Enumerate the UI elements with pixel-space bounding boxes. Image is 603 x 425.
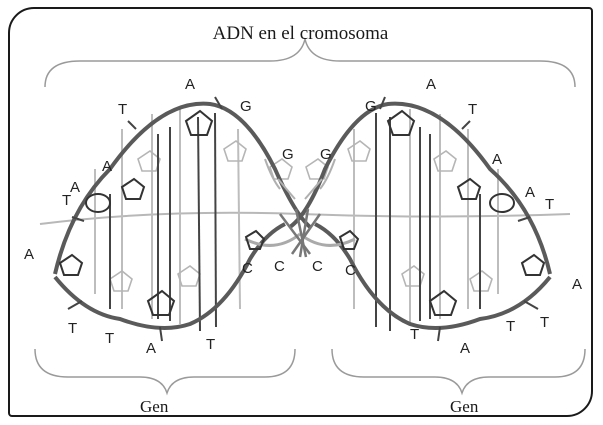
base-letter: A — [525, 184, 535, 201]
chromosome-brace — [44, 38, 576, 88]
center-light-strands — [264, 158, 336, 200]
base-letter: A — [70, 179, 80, 196]
figure-title: ADN en el cromosoma — [212, 23, 389, 44]
base-letter: T — [118, 101, 127, 118]
base-letter: A — [146, 340, 156, 357]
base-letter: G — [365, 98, 377, 115]
base-letter: T — [410, 326, 419, 343]
left-bases: A G G T A A T A C C T T A T — [24, 76, 294, 357]
figure-frame: A G G T A A T A C C T T A T G A G T A A … — [8, 7, 593, 417]
gene-brace-left — [34, 348, 296, 396]
base-letter: T — [506, 318, 515, 335]
base-letter: A — [460, 340, 470, 357]
left-helix — [53, 96, 312, 342]
center-crossing — [279, 208, 322, 258]
base-letter: T — [545, 196, 554, 213]
base-letter: C — [242, 260, 253, 277]
base-letter: A — [185, 76, 195, 93]
base-letter: T — [206, 336, 215, 353]
base-letter: G — [240, 98, 252, 115]
right-bases: G A G T A A T C C A T T A T — [312, 76, 582, 357]
base-letter: A — [426, 76, 436, 93]
base-letter: C — [312, 258, 323, 275]
base-letter: T — [62, 192, 71, 209]
base-letter: G — [282, 146, 294, 163]
base-letter: A — [24, 246, 34, 263]
base-letter: G — [320, 146, 332, 163]
base-letter: A — [102, 158, 112, 175]
right-helix — [288, 96, 552, 342]
base-letter: A — [572, 276, 582, 293]
gene-label-right: Gen — [450, 397, 479, 416]
gene-label-left: Gen — [140, 397, 169, 416]
base-letter: T — [540, 314, 549, 331]
base-letter: C — [274, 258, 285, 275]
gene-brace-right — [331, 348, 586, 396]
base-letter: T — [68, 320, 77, 337]
base-letter: T — [105, 330, 114, 347]
dna-diagram: A G G T A A T A C C T T A T G A G T A A … — [24, 38, 586, 396]
base-letter: A — [492, 151, 502, 168]
base-letter: T — [468, 101, 477, 118]
base-letter: C — [345, 262, 356, 279]
